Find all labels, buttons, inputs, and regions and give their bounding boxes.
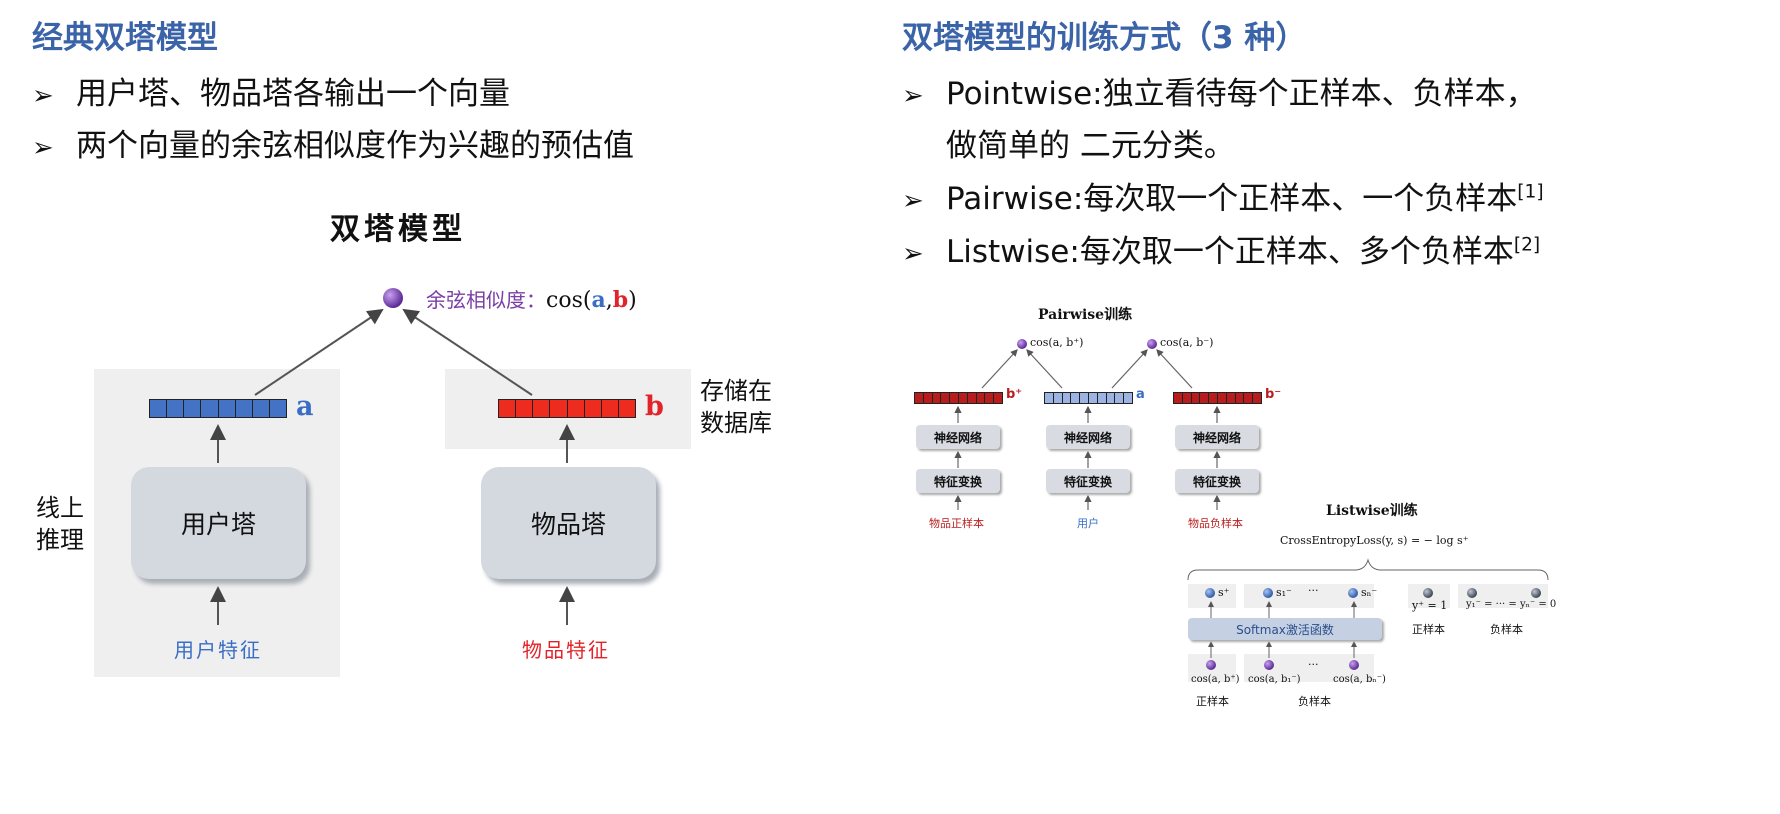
listwise-dots-top: ··· xyxy=(1308,584,1319,597)
listwise-title: Listwise训练 xyxy=(1326,503,1418,519)
diagram-arrows xyxy=(210,288,575,625)
pairwise-ft-1: 特征变换 xyxy=(916,469,1000,493)
arrow-bullet-icon: ➢ xyxy=(32,81,54,111)
listwise-cos-n: cos(a, bₙ⁻) xyxy=(1333,674,1386,685)
vector-a xyxy=(149,399,287,418)
right-bullet-pointwise: ➢Pointwise:独立看待每个正样本、负样本， xyxy=(902,76,1537,112)
right-bullet-pointwise-cont: 做简单的 二元分类。 xyxy=(946,128,1235,164)
pairwise-nn-1: 神经网络 xyxy=(916,425,1000,449)
online-inference-label: 线上 推理 xyxy=(36,494,84,554)
pairwise-nn-2: 神经网络 xyxy=(1046,425,1130,449)
pairwise-vector-bplus xyxy=(914,392,1003,404)
pairwise-title: Pairwise训练 xyxy=(1038,307,1133,323)
pairwise-neg-item-label: 物品负样本 xyxy=(1188,517,1243,530)
pairwise-vector-bminus xyxy=(1173,392,1262,404)
left-bullet-2: ➢两个向量的余弦相似度作为兴趣的预估值 xyxy=(32,128,634,164)
listwise-cos-1: cos(a, b₁⁻) xyxy=(1248,674,1301,685)
pairwise-ft-2: 特征变换 xyxy=(1046,469,1130,493)
arrow-a-to-cos xyxy=(254,308,384,396)
pairwise-vector-a xyxy=(1044,392,1133,404)
pairwise-a-label: a xyxy=(1136,387,1145,402)
pairwise-bplus-label: b⁺ xyxy=(1006,387,1023,402)
diagram-title: 双塔模型 xyxy=(330,212,466,247)
right-title: 双塔模型的训练方式（3 种） xyxy=(902,20,1307,56)
listwise-softmax: Softmax激活函数 xyxy=(1188,618,1382,640)
pairwise-pos-item-label: 物品正样本 xyxy=(929,517,984,530)
pairwise-ft-3: 特征变换 xyxy=(1175,469,1259,493)
left-bullet-1: ➢用户塔、物品塔各输出一个向量 xyxy=(32,76,510,112)
arrow-bullet-icon: ➢ xyxy=(902,81,924,111)
cos-label: 余弦相似度：cos(a,b) xyxy=(426,287,637,313)
listwise-y-neg: y₁⁻ = ··· = yₙ⁻ = 0 xyxy=(1466,599,1557,610)
vector-a-label: a xyxy=(296,391,314,422)
listwise-s1: s₁⁻ xyxy=(1276,586,1292,599)
item-tower: 物品塔 xyxy=(481,467,656,579)
vector-b xyxy=(498,399,636,418)
right-bullet-pairwise: ➢Pairwise:每次取一个正样本、一个负样本[1] xyxy=(902,181,1544,217)
pairwise-user-label: 用户 xyxy=(1077,517,1099,530)
pairwise-cos-pos: cos(a, b⁺) xyxy=(1030,336,1084,349)
listwise-cos-pos: cos(a, b⁺) xyxy=(1191,674,1240,685)
stored-label: 存储在 数据库 xyxy=(700,377,772,437)
listwise-pos-sample-label-right: 正样本 xyxy=(1412,623,1445,636)
arrow-bullet-icon: ➢ xyxy=(902,239,924,269)
pairwise-bminus-label: b⁻ xyxy=(1265,387,1282,402)
left-title: 经典双塔模型 xyxy=(32,20,218,56)
item-features-label: 物品特征 xyxy=(522,638,610,662)
listwise-loss: CrossEntropyLoss(y, s) = − log s⁺ xyxy=(1280,534,1469,547)
listwise-neg-sample-label-right: 负样本 xyxy=(1490,623,1523,636)
cos-node-icon xyxy=(383,288,403,308)
user-features-label: 用户特征 xyxy=(174,638,262,662)
arrow-b-to-cos xyxy=(402,308,533,396)
arrow-bullet-icon: ➢ xyxy=(32,133,54,163)
vector-b-label: b xyxy=(645,391,664,422)
right-bullet-listwise: ➢Listwise:每次取一个正样本、多个负样本[2] xyxy=(902,234,1541,270)
pairwise-cos-neg: cos(a, b⁻) xyxy=(1160,336,1214,349)
pairwise-arrows xyxy=(954,339,1221,510)
listwise-s-plus: s⁺ xyxy=(1218,586,1230,599)
listwise-dots-bottom: ··· xyxy=(1308,658,1319,671)
arrow-bullet-icon: ➢ xyxy=(902,186,924,216)
listwise-neg-sample-label: 负样本 xyxy=(1298,695,1331,708)
listwise-sn: sₙ⁻ xyxy=(1361,586,1378,599)
user-tower: 用户塔 xyxy=(131,467,306,579)
listwise-pos-sample-label: 正样本 xyxy=(1196,695,1229,708)
pairwise-nn-3: 神经网络 xyxy=(1175,425,1259,449)
listwise-y-plus: y⁺ = 1 xyxy=(1412,599,1448,612)
listwise-lines xyxy=(1187,558,1549,682)
